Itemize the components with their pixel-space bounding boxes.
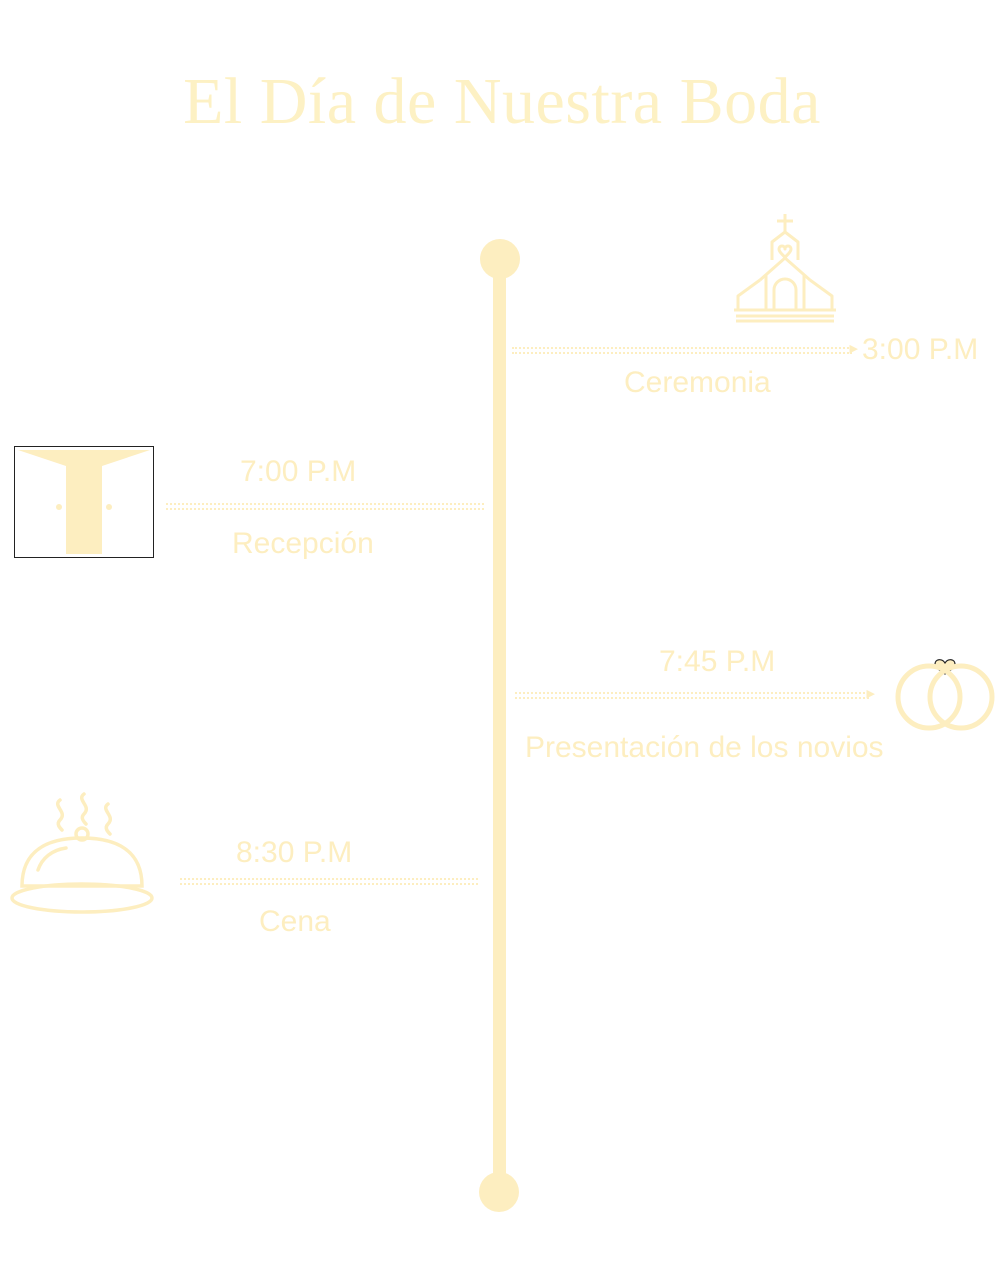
door-icon bbox=[14, 446, 154, 558]
event-label: Presentación de los novios bbox=[525, 731, 884, 764]
timeline-end-dot bbox=[479, 1172, 519, 1212]
cloche-icon bbox=[10, 792, 154, 914]
event-label: Ceremonia bbox=[624, 366, 771, 399]
event-time: 8:30 P.M bbox=[236, 836, 353, 869]
rings-icon bbox=[895, 659, 995, 731]
arrow-right-icon: ▶ bbox=[849, 342, 858, 355]
event-label: Cena bbox=[259, 905, 331, 938]
arrow-right-icon: ▶ bbox=[866, 687, 875, 700]
event-time: 7:45 P.M bbox=[659, 645, 776, 678]
timeline-axis bbox=[493, 262, 506, 1192]
connector-cena bbox=[180, 878, 478, 885]
connector-recepcion bbox=[166, 503, 484, 510]
timeline-start-dot bbox=[480, 239, 520, 279]
event-time: 7:00 P.M bbox=[240, 455, 357, 488]
page-title: El Día de Nuestra Boda bbox=[183, 65, 821, 138]
event-time: 3:00 P.M bbox=[862, 333, 979, 366]
connector-ceremonia: ▶ bbox=[512, 342, 858, 355]
church-icon bbox=[734, 214, 836, 323]
connector-presentacion: ▶ bbox=[515, 687, 875, 700]
event-label: Recepción bbox=[232, 527, 374, 560]
